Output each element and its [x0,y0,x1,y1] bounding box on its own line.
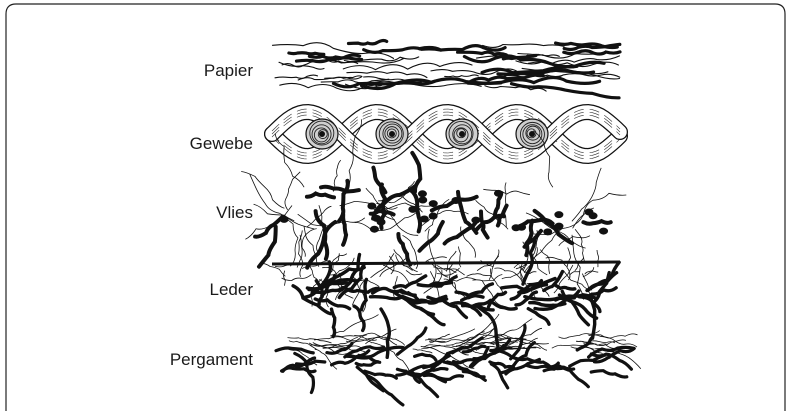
parchment-thick-fiber [297,361,325,364]
fleece-thick-fiber [321,187,359,192]
fleece-bond-point [280,216,289,223]
leather-collagen-fiber [494,303,517,309]
fleece-thick-fiber [535,211,573,243]
woven-fabric-texture [272,109,620,159]
fleece-bond-point [370,226,379,233]
paper-fiber [445,75,479,77]
parchment-thick-fiber [367,376,403,405]
fleece-fine-fiber [575,229,584,261]
leather-fine-fiber [406,271,422,275]
leather-collagen-fiber [502,285,547,290]
paper-fiber [349,41,387,45]
paper-fiber [347,72,427,78]
paper-fiber [564,51,620,54]
fleece-fine-fiber [241,172,284,209]
parchment-texture [276,314,641,405]
fleece-bond-point [377,219,386,226]
leather-fine-fiber [282,275,312,281]
fleece-bond-point [418,190,427,197]
fleece-thick-fiber [307,222,335,268]
paper-fiber [289,53,324,55]
fleece-thick-fiber [343,215,346,245]
fleece-bond-point [599,228,608,235]
paper-fiber [458,52,507,55]
fleece-bond-point [554,223,563,230]
fleece-fine-fiber [285,172,300,210]
paper-texture [273,41,621,98]
paper-fiber [482,62,604,72]
parchment-fine-fiber [413,349,433,353]
fleece-bond-point [543,228,552,235]
paper-fiber [512,84,620,98]
leather-fine-fiber [389,256,394,274]
fleece-bond-point [589,212,598,219]
fleece-thick-fiber [307,194,334,198]
leather-collagen-fiber [456,284,492,296]
fleece-fine-fiber [483,189,530,194]
leather-fine-fiber [371,253,395,277]
fleece-thick-fiber [339,181,348,222]
leather-collagen-fiber [595,273,610,302]
parchment-thick-fiber [424,375,462,379]
leather-fine-fiber [467,274,492,277]
paper-fiber [282,64,324,70]
fleece-bond-point [429,212,438,219]
fleece-bond-point [418,196,427,203]
leather-fine-fiber [575,257,584,270]
leather-fine-fiber [494,268,522,282]
fleece-thick-fiber [255,217,282,237]
yarn-core [389,131,395,137]
yarn-core [459,131,465,137]
parchment-fine-fiber [428,329,475,339]
yarn-core [529,131,535,137]
parchment-thick-fiber [357,367,383,391]
fleece-thick-fiber [583,221,610,224]
parchment-fine-fiber [589,334,638,338]
leather-fine-fiber [597,250,599,267]
fleece-bond-point [494,190,503,197]
fleece-thick-fiber [420,222,443,251]
fleece-bond-point [367,202,376,209]
leather-fine-fiber [284,271,286,286]
leather-collagen-fiber [528,309,549,325]
parchment-thick-fiber [415,354,436,360]
fleece-bond-point [451,197,460,204]
fleece-bond-point [420,216,429,223]
paper-fiber [343,63,472,70]
fleece-bond-point [408,206,417,213]
parchment-thick-fiber [427,369,447,372]
fleece-bond-point [471,217,480,224]
paper-fiber [483,44,564,47]
fleece-bond-point [429,200,438,207]
parchment-fine-fiber [331,315,378,336]
fleece-bond-point [517,224,526,231]
yarn-core [319,131,325,137]
parchment-thick-fiber [591,371,627,377]
fleece-bond-point [554,211,563,218]
